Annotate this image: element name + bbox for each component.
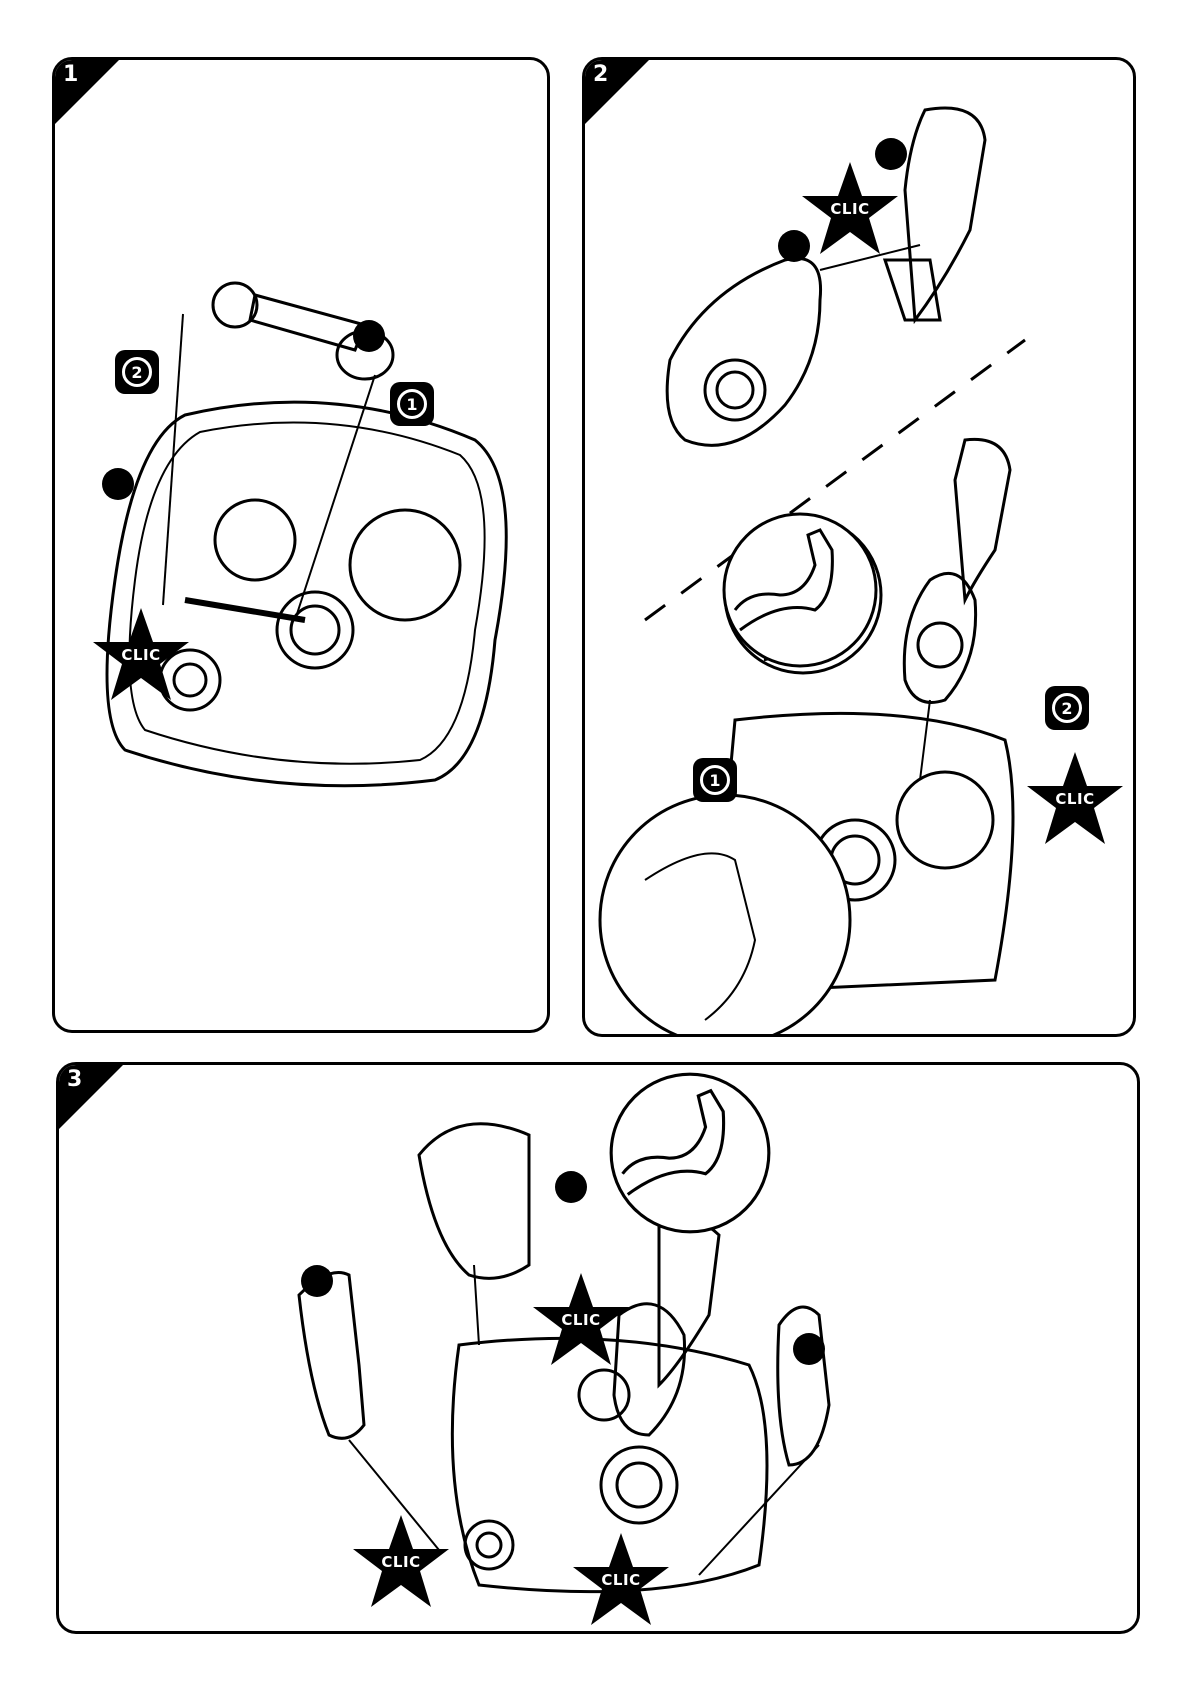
step-2-panel: 2 CLIC 1 2 CLIC [582, 57, 1136, 1037]
clic-star-icon: CLIC [91, 606, 191, 702]
order-badge: 2 [1045, 686, 1089, 730]
part-callout-dot-icon [793, 1333, 825, 1365]
clic-star-icon: CLIC [571, 1531, 671, 1627]
order-badge: 2 [115, 350, 159, 394]
step-3-panel: 3 CLIC CLIC CLIC [56, 1062, 1140, 1634]
order-badge: 1 [390, 382, 434, 426]
clic-star-icon: CLIC [351, 1513, 451, 1609]
clic-star-icon: CLIC [800, 160, 900, 256]
order-badge: 1 [693, 758, 737, 802]
robot-base-illustration [55, 60, 547, 1030]
step-1-panel: 1 2 1 CLIC [52, 57, 550, 1033]
clic-star-icon: CLIC [1025, 750, 1125, 846]
flexed-arm-icon [607, 1070, 773, 1236]
part-callout-dot-icon [301, 1265, 333, 1297]
part-callout-dot-icon [102, 468, 134, 500]
part-callout-dot-icon [353, 320, 385, 352]
part-callout-dot-icon [555, 1171, 587, 1203]
clic-star-icon: CLIC [531, 1271, 631, 1367]
flexed-arm-icon [720, 510, 880, 670]
